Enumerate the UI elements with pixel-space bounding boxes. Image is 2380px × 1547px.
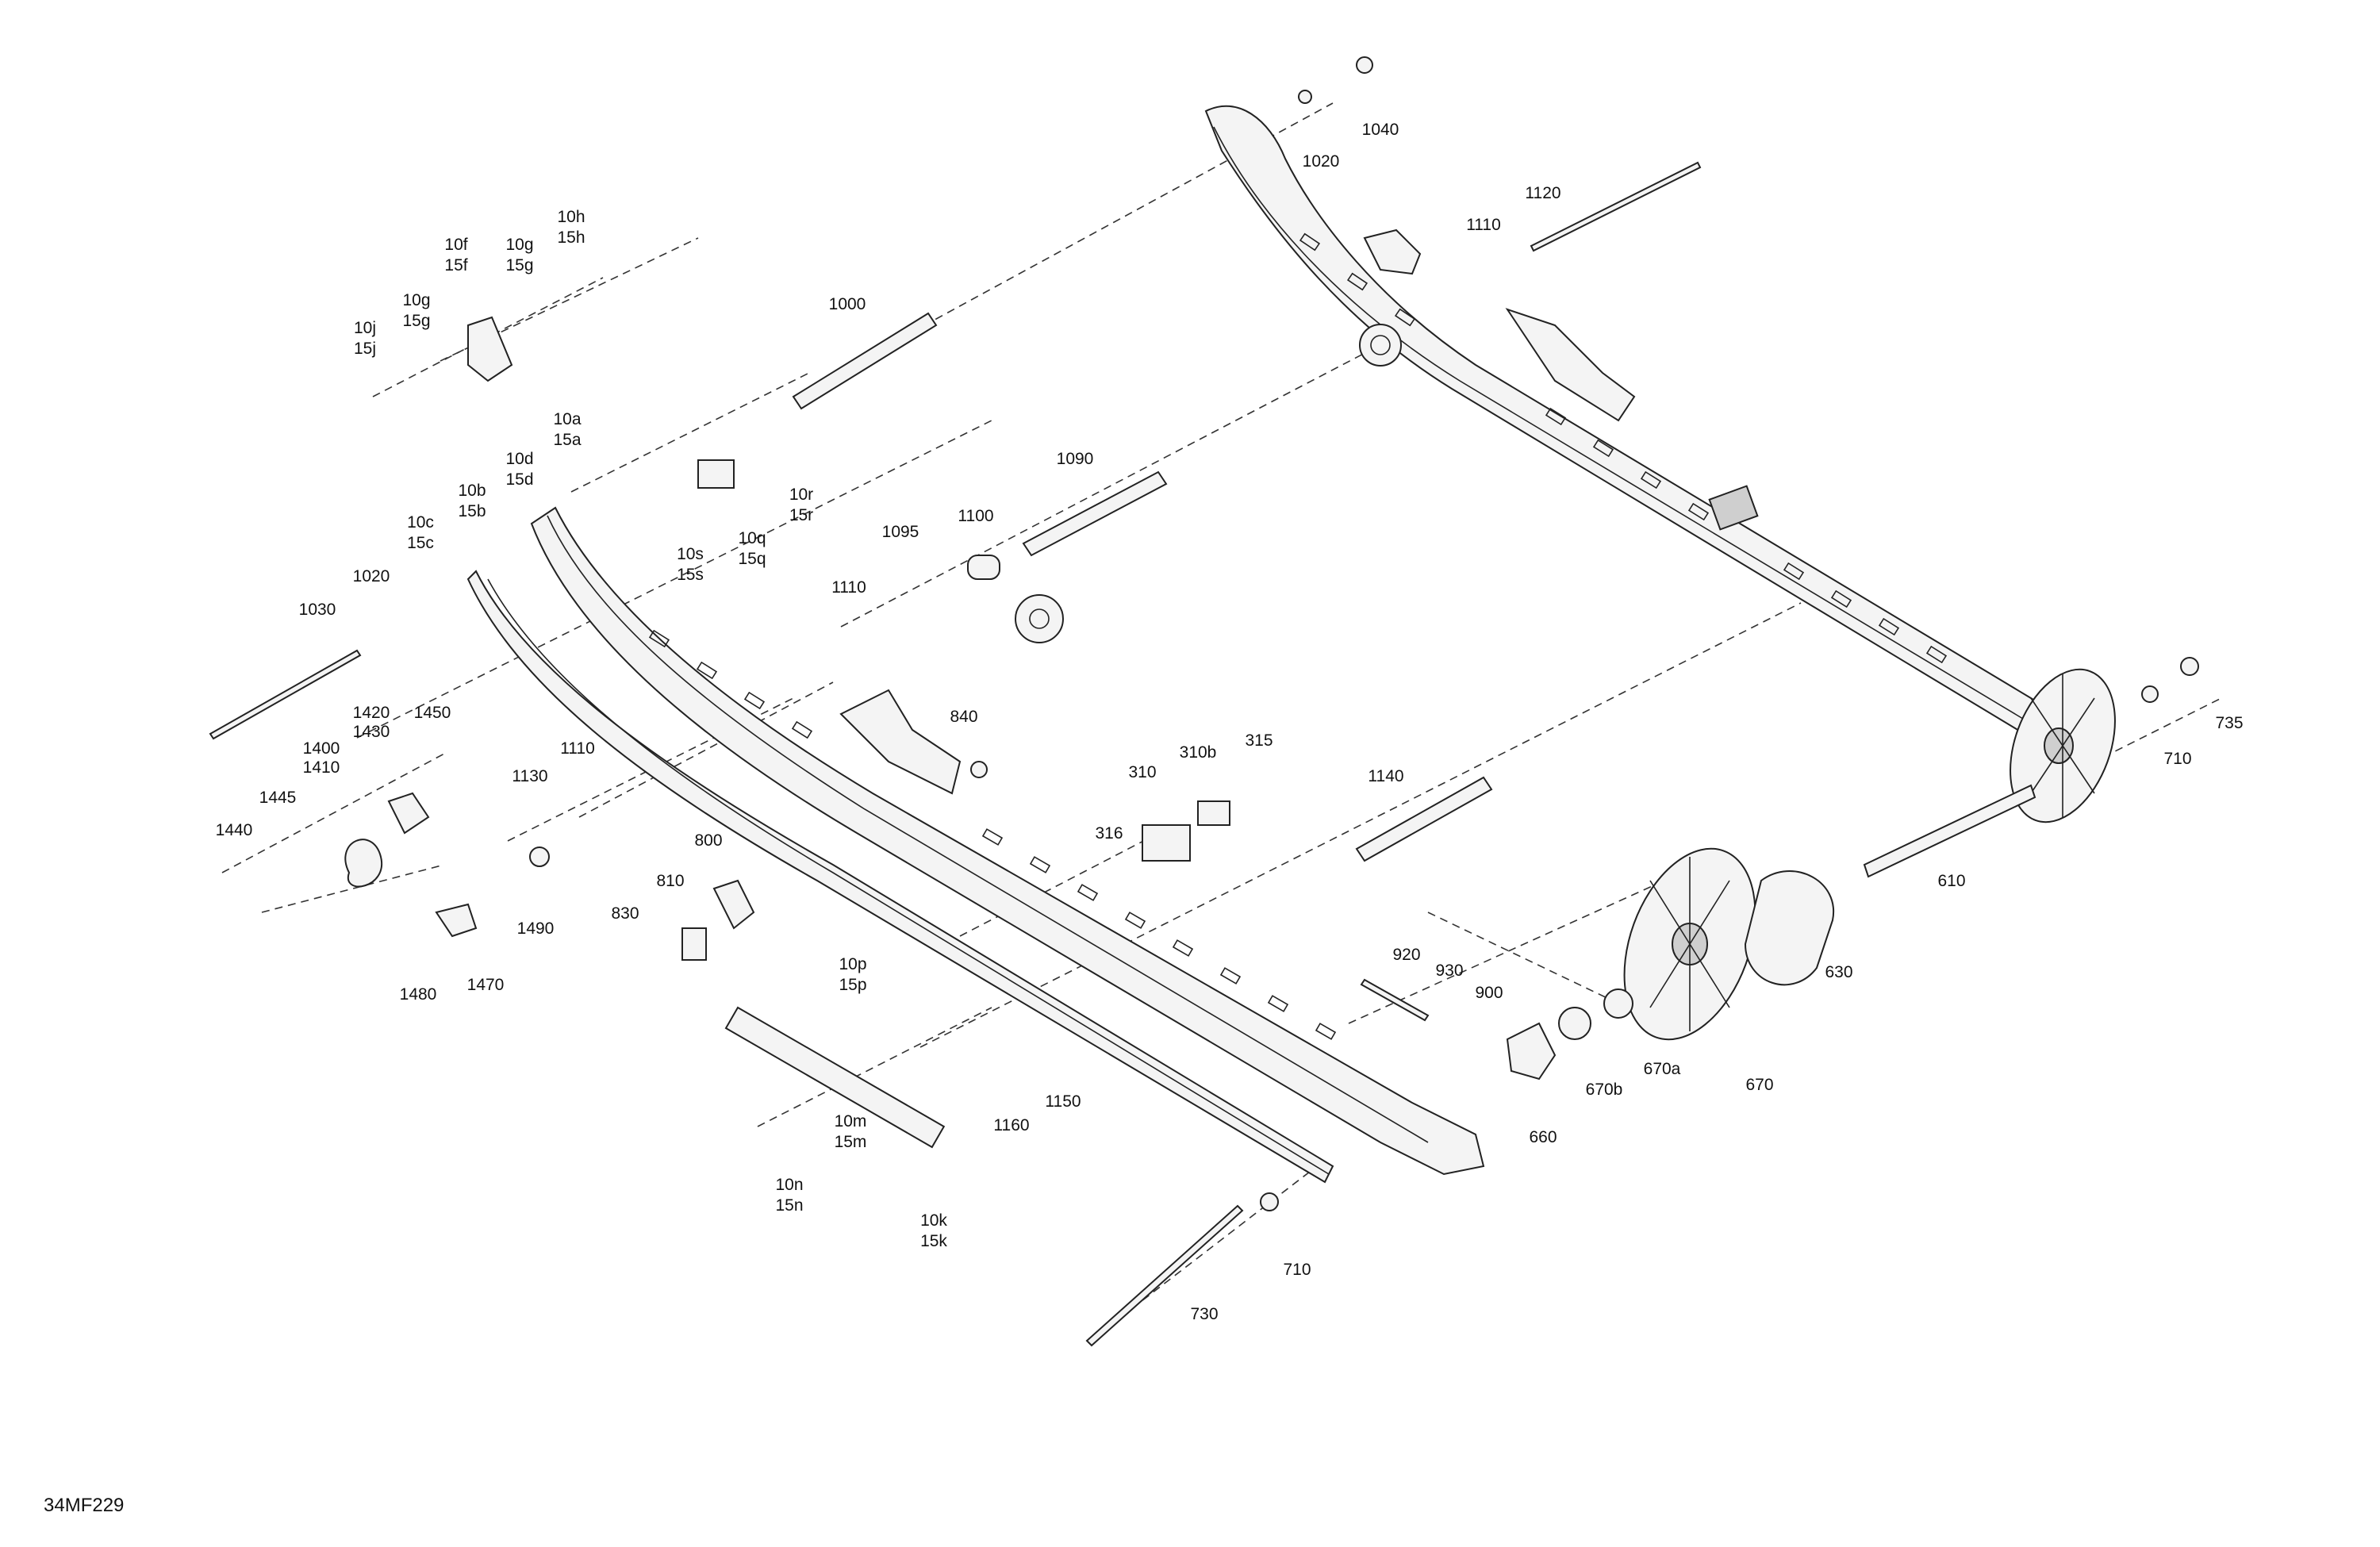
left-rail-holes bbox=[648, 629, 1337, 1040]
callout-670b: 670b bbox=[1586, 1081, 1623, 1099]
callout-1480: 1480 bbox=[400, 985, 437, 1004]
callout-1160: 1160 bbox=[993, 1116, 1029, 1134]
callout-1490: 1490 bbox=[517, 919, 555, 938]
rear-idler-wheel-right bbox=[2010, 668, 2116, 823]
callout-1445: 1445 bbox=[259, 789, 297, 807]
callout-1120: 1120 bbox=[1525, 184, 1560, 202]
callout-1095: 1095 bbox=[882, 523, 919, 541]
callout-1140: 1140 bbox=[1368, 767, 1403, 785]
callout-1090: 1090 bbox=[1057, 450, 1094, 468]
callout-310b: 310b bbox=[1180, 743, 1217, 762]
callout-900: 900 bbox=[1475, 984, 1503, 1002]
callout-1000: 1000 bbox=[829, 295, 866, 313]
callout-610: 610 bbox=[1937, 872, 1965, 890]
callout-800: 800 bbox=[694, 831, 722, 850]
callout-1450: 1450 bbox=[414, 704, 451, 722]
callout-930: 930 bbox=[1435, 962, 1463, 980]
rear-idler-wheel-left bbox=[1623, 847, 1756, 1041]
callout-670a: 670a bbox=[1644, 1060, 1681, 1078]
callout-1110-mid: 1110 bbox=[831, 578, 866, 597]
callout-1110-top: 1110 bbox=[1466, 216, 1501, 234]
callout-810: 810 bbox=[656, 872, 684, 890]
callout-315: 315 bbox=[1245, 731, 1273, 750]
callout-735: 735 bbox=[2215, 714, 2243, 732]
callout-670: 670 bbox=[1745, 1076, 1773, 1094]
callout-1470: 1470 bbox=[467, 976, 505, 994]
shafts bbox=[209, 161, 2036, 1347]
hardware bbox=[344, 56, 2199, 1211]
callout-710-right: 710 bbox=[2163, 750, 2191, 768]
callout-1110-low: 1110 bbox=[560, 739, 595, 758]
left-rail bbox=[530, 506, 1485, 1176]
callout-1440: 1440 bbox=[216, 821, 253, 839]
callout-1040: 1040 bbox=[1362, 121, 1399, 139]
callout-730: 730 bbox=[1190, 1305, 1218, 1323]
callout-630: 630 bbox=[1825, 963, 1852, 981]
callout-920: 920 bbox=[1392, 946, 1420, 964]
callout-1020-left: 1020 bbox=[353, 567, 390, 585]
callout-840: 840 bbox=[950, 708, 977, 726]
right-rail bbox=[1204, 105, 2095, 763]
callout-1030: 1030 bbox=[299, 601, 336, 619]
left-slide bbox=[466, 570, 1334, 1184]
right-rail-holes bbox=[1299, 232, 1948, 664]
callout-310: 310 bbox=[1128, 763, 1156, 781]
assembly-dash-lines bbox=[221, 102, 2222, 1326]
callout-830: 830 bbox=[611, 904, 639, 923]
callout-1150: 1150 bbox=[1045, 1092, 1081, 1111]
callout-710-bottom: 710 bbox=[1283, 1261, 1311, 1279]
callout-1100: 1100 bbox=[958, 507, 993, 525]
drawing-reference: 34MF229 bbox=[44, 1495, 124, 1516]
callout-1130: 1130 bbox=[512, 767, 547, 785]
callout-316: 316 bbox=[1095, 824, 1123, 843]
callout-660: 660 bbox=[1529, 1128, 1557, 1146]
callout-1020-top: 1020 bbox=[1303, 152, 1340, 171]
